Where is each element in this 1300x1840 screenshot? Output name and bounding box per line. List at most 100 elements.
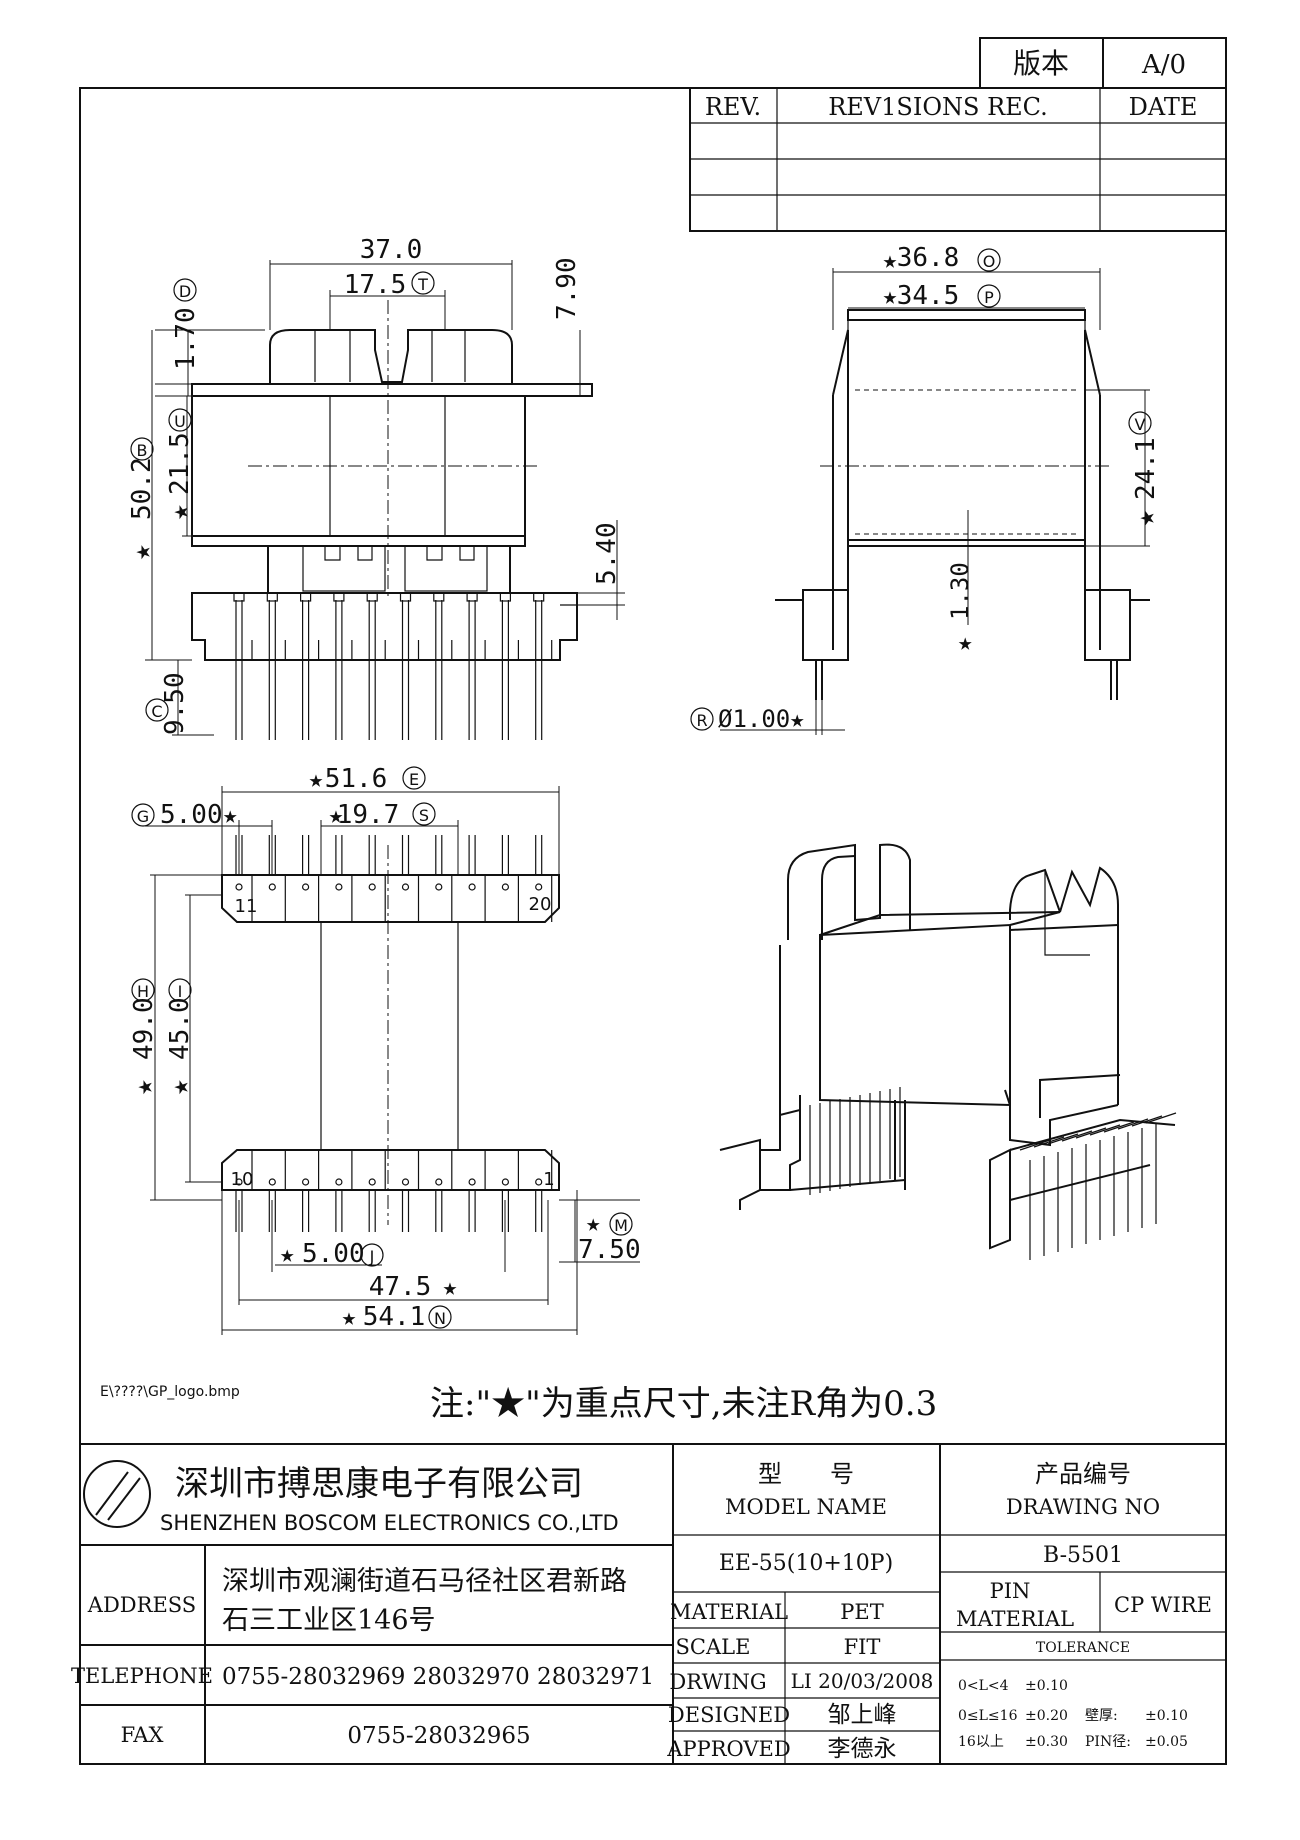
front-pin-head [399,592,412,602]
designed-label: DESIGNED [668,1703,790,1727]
approved-by: 李德永 [828,1736,897,1762]
code-bottom-row-inner: I [178,982,183,1001]
dim-bottom-pitch2: 5.00 [302,1239,365,1269]
address-label: ADDRESS [87,1593,196,1617]
bottom-pin-hole [535,883,543,891]
bottom-pin-hole [435,1178,443,1186]
star-bottom-spacing: ★ [329,801,343,829]
pin-number-11: 11 [235,896,258,917]
code-bottom-pitch: G [137,807,149,826]
pin-number-20: 20 [529,894,552,915]
isometric-view [719,843,1177,1260]
front-pin-head [333,592,345,602]
revisions-rec-header: REV1SIONS REC. [828,93,1048,121]
code-bottom-spacing: S [419,806,429,825]
note: 注:"★"为重点尺寸,未注R角为0.3 [430,1384,937,1424]
dim-side-outer: 36.8 [897,243,960,273]
dim-side-pin-dia: Ø1.00 [718,705,790,733]
star-front-window: ★ [165,504,195,520]
drawing-no-label-en: DRAWING NO [1006,1495,1160,1519]
bottom-pin-hole [401,883,410,891]
dim-bottom-pin-span: 47.5 [369,1272,432,1302]
star-bottom-pitch2: ★ [280,1240,294,1268]
bottom-pin-hole [401,1178,410,1186]
tolerance-label: TOLERANCE [1036,1640,1130,1656]
dim-front-slot: 17.5 [344,270,407,300]
iso-pin-group [809,1087,1177,1260]
star-front-total: ★ [127,544,157,560]
bottom-pin-group [235,835,553,1232]
dim-bottom-spacing: 19.7 [337,800,400,830]
drawing-by: LI 20/03/2008 [791,1669,934,1693]
wall-thickness-label: 壁厚: [1085,1708,1118,1724]
bottom-pin-hole [501,883,509,891]
dim-bottom-pitch: 5.00 [160,800,223,830]
dim-front-total: 50.2 [127,457,157,520]
model-label-cn: 型 号 [758,1460,854,1488]
approved-label: APPROVED [666,1737,790,1761]
version-box: 版本 A/0 [979,37,1227,89]
revision-table: REV. REV1SIONS REC. DATE [689,87,1227,232]
star-bottom-base-len: ★ [342,1303,356,1331]
fax-label: FAX [121,1723,164,1747]
dim-front-flange: 1.70 [171,307,201,370]
pin-number-10: 10 [231,1169,254,1190]
dim-bottom-overall: 51.6 [325,764,388,794]
star-side-offset: ★ [958,628,972,656]
code-front-window: U [174,412,186,431]
company-name-en: SHENZHEN BOSCOM ELECTRONICS CO.,LTD [160,1511,619,1535]
bottom-pin-hole [335,883,343,891]
front-pin-head [266,592,278,602]
iso-pin-top [1019,1139,1051,1151]
front-view: 37.0 17.5 T 7.90 D 1.70 B 50.2 ★ U 21.5 … [127,235,625,740]
title-block: 深圳市搏思康电子有限公司 SHENZHEN BOSCOM ELECTRONICS… [71,1443,1226,1764]
address-line-2: 石三工业区146号 [222,1605,436,1636]
bottom-pin-hole [302,1178,310,1186]
date-header: DATE [1129,93,1198,121]
bottom-pin-hole [368,1178,376,1186]
model-value: EE-55(10+10P) [719,1551,893,1576]
version-label: 版本 [1013,47,1069,80]
star-bottom-pitch: ★ [223,801,237,829]
front-pin-head [533,592,545,602]
star-side-outer: ★ [883,246,897,274]
dim-bottom-row-inner: 45.0 [165,997,195,1060]
material-label: MATERIAL [670,1600,788,1624]
bottom-pin-hole [535,1178,543,1186]
code-front-pinlen: C [151,702,162,721]
iso-pin-top [1033,1136,1065,1148]
designed-by: 邹上峰 [828,1702,897,1728]
pin-material-value: CP WIRE [1114,1593,1212,1617]
side-view: 36.8 ★ O 34.5 ★ P V 24.1 ★ 1.30 ★ R Ø1.0… [690,243,1161,735]
bottom-pin-hole [468,1178,476,1186]
pin-diameter-label: PIN径: [1085,1734,1131,1750]
wall-thickness-value: ±0.10 [1145,1708,1188,1724]
dim-bottom-base-len: 54.1 [363,1302,426,1332]
front-pin-head [300,592,312,602]
bottom-pin-hole [302,883,310,891]
version-value: A/0 [1141,50,1186,80]
bottom-pin-hole [468,883,476,891]
tolerance-value-1: ±0.10 [1025,1678,1068,1694]
star-bottom-overall: ★ [309,765,323,793]
pin-number-1: 1 [543,1169,554,1190]
code-side-outer: O [983,252,996,271]
dim-bottom-margin: 7.50 [578,1235,641,1265]
scale-label: SCALE [676,1635,751,1659]
star-bottom-row-outer: ★ [129,1079,159,1095]
iso-pin-top [1103,1121,1135,1133]
dim-front-window: 21.5 [165,432,195,495]
star-side-height: ★ [1131,510,1161,526]
star-bottom-margin: ★ [586,1209,600,1237]
drawing-no-value: B-5501 [1043,1543,1123,1568]
tolerance-range-1: 0<L<4 [958,1678,1009,1694]
bottom-pin-hole [435,883,443,891]
bottom-pin-hole [235,1178,243,1186]
star-bottom-row-inner: ★ [165,1079,195,1095]
scale-value: FIT [844,1635,881,1659]
code-bottom-overall: E [409,770,419,789]
company-name-cn: 深圳市搏思康电子有限公司 [175,1464,583,1504]
drawing-label: DRWING [669,1670,766,1694]
star-side-inner: ★ [883,282,897,310]
